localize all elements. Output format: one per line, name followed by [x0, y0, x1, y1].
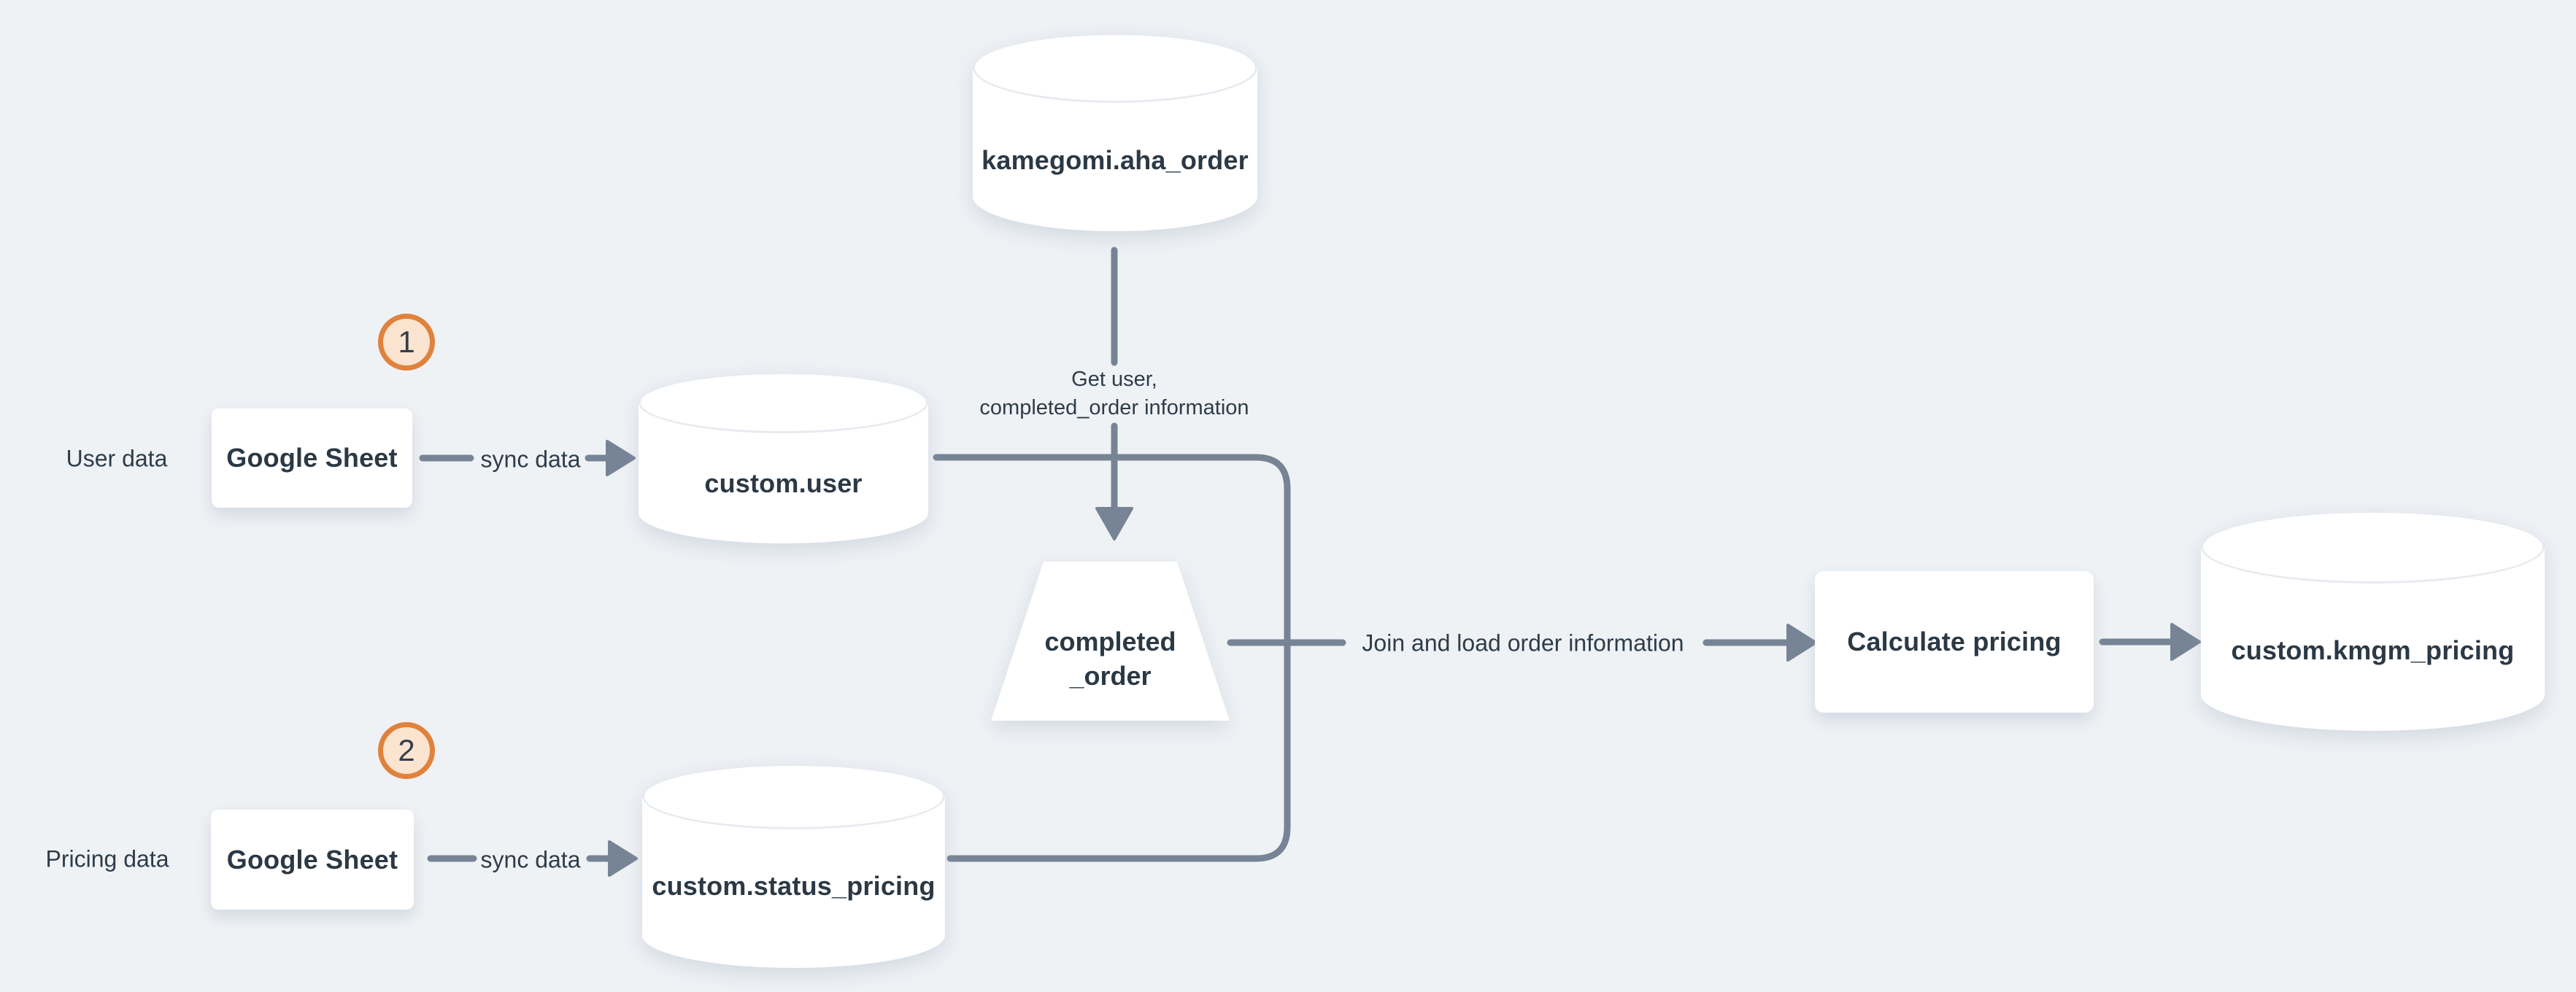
badge-2-number: 2 [398, 733, 415, 767]
badge-step-1: 1 [378, 314, 435, 371]
db-custom-kmgm-pricing[interactable]: custom.kmgm_pricing [2201, 511, 2545, 731]
shape-completed-order[interactable]: completed _order [991, 562, 1230, 721]
label-join-load-order: Join and load order information [1362, 629, 1684, 656]
arrowhead-into-status-pricing [608, 840, 638, 877]
badge-1-number: 1 [398, 325, 415, 359]
completed-order-line2: _order [1069, 661, 1152, 691]
arrowhead-into-calculate-pricing [1786, 624, 1817, 662]
node-google-sheet-1[interactable]: Google Sheet [212, 408, 412, 508]
google-sheet-1-label: Google Sheet [226, 443, 398, 473]
arrowhead-into-custom-user [606, 440, 636, 476]
completed-order-label: completed _order [1044, 624, 1176, 693]
db-custom-user[interactable]: custom.user [639, 372, 928, 543]
label-get-user-line1: Get user, [1071, 368, 1157, 391]
cylinder-lip [973, 33, 1257, 103]
label-get-user-info: Get user, completed_order information [979, 365, 1249, 422]
badge-step-2: 2 [378, 722, 435, 779]
label-pricing-data: Pricing data [45, 845, 169, 872]
node-google-sheet-2[interactable]: Google Sheet [211, 810, 414, 910]
label-get-user-line2: completed_order information [979, 396, 1249, 419]
arrowhead-into-completed-order [1095, 507, 1133, 540]
calculate-pricing-label: Calculate pricing [1847, 627, 2062, 656]
db-custom-status-pricing[interactable]: custom.status_pricing [642, 764, 945, 968]
node-calculate-pricing[interactable]: Calculate pricing [1815, 571, 2094, 713]
label-user-data: User data [66, 445, 168, 472]
cylinder-lip [2201, 511, 2545, 584]
db-kamegomi-aha-order[interactable]: kamegomi.aha_order [973, 33, 1257, 231]
cylinder-lip [639, 372, 928, 433]
db-label: custom.status_pricing [652, 871, 936, 901]
google-sheet-2-label: Google Sheet [226, 844, 398, 875]
cylinder-lip [642, 764, 945, 829]
db-label: custom.user [704, 468, 863, 498]
db-label: kamegomi.aha_order [982, 145, 1249, 175]
db-label: custom.kmgm_pricing [2231, 635, 2515, 665]
arrowhead-into-kmgm-pricing [2170, 623, 2201, 661]
completed-order-line1: completed [1044, 627, 1176, 656]
label-sync-data-1: sync data [480, 446, 581, 473]
label-sync-data-2: sync data [480, 846, 581, 873]
